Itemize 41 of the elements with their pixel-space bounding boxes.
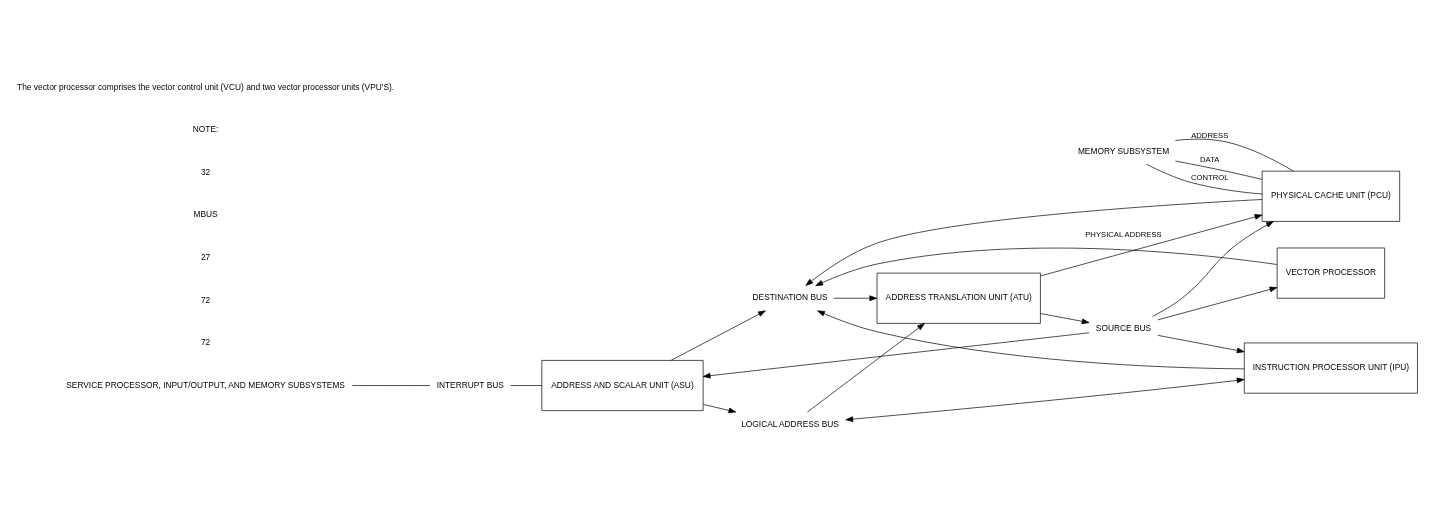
node-text: MEMORY SUBSYSTEM xyxy=(1077,145,1170,156)
connector xyxy=(1146,163,1263,194)
label: 72 xyxy=(200,336,211,347)
edge-label: CONTROL xyxy=(1190,172,1229,182)
arrow xyxy=(1040,213,1263,276)
arrow xyxy=(1157,286,1278,320)
node-box: ADDRESS AND SCALAR UNIT (ASU) xyxy=(541,359,704,411)
node-box: INSTRUCTION PROCESSOR UNIT (IPU) xyxy=(1243,342,1418,394)
connector xyxy=(1175,160,1263,180)
node-text: SOURCE BUS xyxy=(1095,322,1152,333)
node-text: SERVICE PROCESSOR, INPUT/OUTPUT, AND MEMORY SUBSYSTEMS xyxy=(66,379,345,390)
arrow xyxy=(1152,220,1274,317)
arrow xyxy=(833,294,878,301)
arrow xyxy=(702,331,1090,378)
node-box: VECTOR PROCESSOR xyxy=(1276,247,1385,299)
connector xyxy=(1175,138,1294,171)
edge-label: PHYSICAL ADDRESS xyxy=(1085,229,1162,239)
label: 27 xyxy=(200,251,211,262)
arrow xyxy=(1040,312,1090,324)
connector xyxy=(352,384,431,386)
label: NOTE: xyxy=(192,123,219,134)
label: The vector processor comprises the vector control unit (VCU) and two vector processor units (VPU'S). xyxy=(17,81,395,92)
node-box: PHYSICAL CACHE UNIT (PCU) xyxy=(1261,170,1401,222)
node-text: INTERRUPT BUS xyxy=(436,379,504,390)
arrow xyxy=(845,377,1245,422)
node-box: ADDRESS TRANSLATION UNIT (ATU) xyxy=(876,272,1041,324)
connector xyxy=(510,384,543,386)
arrow xyxy=(805,198,1263,286)
label: 72 xyxy=(200,294,211,305)
node-text: LOGICAL ADDRESS BUS xyxy=(741,418,839,429)
arrow xyxy=(817,310,1245,369)
arrow xyxy=(703,403,737,413)
arrow xyxy=(1157,334,1245,353)
edge-label: DATA xyxy=(1200,154,1220,164)
label: MBUS xyxy=(193,208,218,219)
label: 32 xyxy=(200,166,211,177)
node-text: DESTINATION BUS xyxy=(752,291,828,302)
arrow xyxy=(815,247,1278,286)
arrow xyxy=(807,322,925,412)
arrow xyxy=(670,310,766,361)
edge-label: ADDRESS xyxy=(1191,130,1229,139)
